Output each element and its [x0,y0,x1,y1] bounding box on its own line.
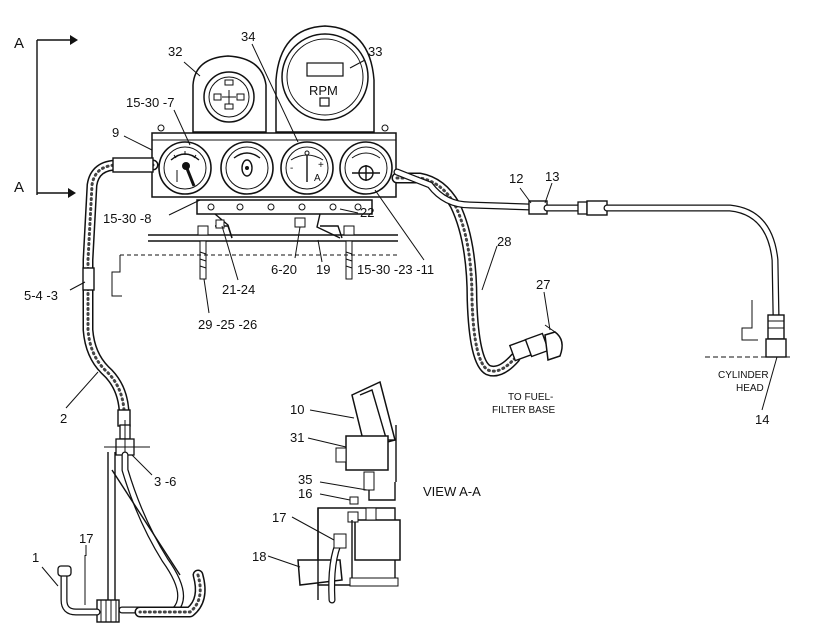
callout-15-30-23-11: 15-30 -23 -11 [357,262,434,277]
tachometer-rpm-label: RPM [309,83,338,98]
callout-16: 16 [298,486,312,501]
section-marker-top: A [14,35,24,52]
callout-21-24: 21-24 [222,282,255,297]
callout-12: 12 [509,171,523,186]
callout-10: 10 [290,402,304,417]
fitting-27 [508,324,563,362]
note-cylinder-line1: CYLINDER [718,370,769,381]
ammeter-34: - + A [280,141,334,195]
callout-3-6: 3 -6 [154,474,176,489]
callout-15-30-8: 15-30 -8 [103,211,151,226]
callout-29-25-26: 29 -25 -26 [198,317,257,332]
callout-35: 35 [298,472,312,487]
callout-34: 34 [241,29,255,44]
section-marker-bottom: A [14,179,24,196]
callout-17-top: 17 [79,531,93,546]
hose-28 [391,172,521,377]
elbow-1 [57,555,101,616]
callout-18: 18 [252,549,266,564]
callout-32: 32 [168,44,182,59]
hose-2 [82,157,159,427]
note-fuel-filter-line1: TO FUEL- [508,392,553,403]
callout-2: 2 [60,411,67,426]
callout-27: 27 [536,277,550,292]
note-cylinder-line2: HEAD [736,383,764,394]
section-marker-a: A A [14,35,78,198]
tube-cylinder-head [393,168,790,358]
callout-9: 9 [112,125,119,140]
svg-text:A: A [314,173,321,184]
callout-33: 33 [368,44,382,59]
callout-22: 22 [360,205,374,220]
gauge-fuel [220,141,274,195]
view-a-a-detail [297,380,401,604]
note-fuel-filter-line2: FILTER BASE [492,405,555,416]
leader-lines [41,43,778,587]
tube-17 [96,451,206,623]
gauge-32-pod [192,55,267,133]
mounting-bracket [111,199,400,297]
svg-text:+: + [318,160,324,171]
callout-5-4-3: 5-4 -3 [24,288,58,303]
callout-31: 31 [290,430,304,445]
callout-13: 13 [545,169,559,184]
notes: TO FUEL- FILTER BASE CYLINDER HEAD VIEW … [423,370,769,499]
callout-19: 19 [316,262,330,277]
callout-28: 28 [497,234,511,249]
callout-labels: 32 33 34 15-30 -7 9 15-30 -8 22 6-20 19 … [24,29,769,565]
callout-17-view: 17 [272,510,286,525]
tachometer-33: RPM [275,25,375,133]
svg-text:-: - [290,163,293,174]
view-a-a-title: VIEW A-A [423,484,481,499]
callout-6-20: 6-20 [271,262,297,277]
callout-14: 14 [755,412,769,427]
gauge-11 [339,141,393,195]
callout-15-30-7: 15-30 -7 [126,95,174,110]
callout-1: 1 [32,550,39,565]
gauge-7 [158,141,212,195]
